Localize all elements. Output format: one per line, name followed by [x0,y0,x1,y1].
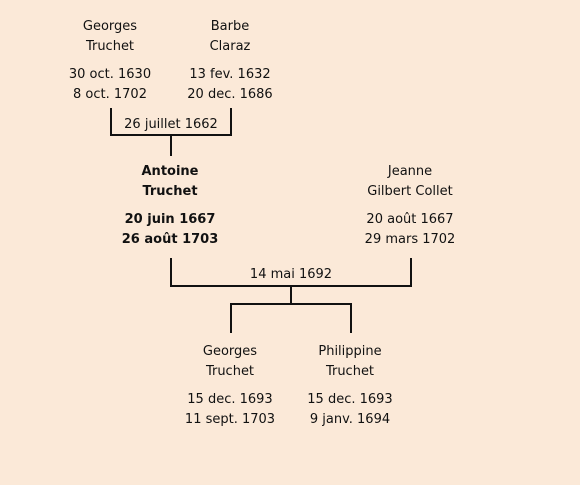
connector-line [350,303,352,333]
birth-date: 20 juin 1667 [124,212,216,227]
connector-line [410,258,412,287]
given-name: Jeanne [387,164,433,179]
connector-line [170,134,172,156]
given-name: Philippine [318,344,382,359]
surname: Truchet [325,364,375,379]
connector-line [170,258,172,287]
connector-line [110,108,112,136]
person-barbe-claraz[interactable]: Barbe Claraz 13 fev. 1632 20 dec. 1686 [170,17,290,105]
surname: Truchet [85,39,135,54]
death-date: 29 mars 1702 [364,232,456,247]
given-name: Georges [82,19,138,34]
death-date: 26 août 1703 [121,232,219,247]
connector-line [230,303,352,305]
death-date: 8 oct. 1702 [73,87,147,102]
given-name: Georges [202,344,258,359]
given-name: Antoine [141,164,199,179]
marriage-date-2: 14 mai 1692 [249,267,333,282]
surname: Truchet [205,364,255,379]
surname: Gilbert Collet [367,184,453,199]
birth-date: 30 oct. 1630 [68,67,152,82]
given-name: Barbe [210,19,250,34]
person-philippine-truchet[interactable]: Philippine Truchet 15 dec. 1693 9 janv. … [290,342,410,430]
surname: Claraz [209,39,251,54]
birth-date: 13 fev. 1632 [189,67,271,82]
death-date: 11 sept. 1703 [184,412,276,427]
surname: Truchet [142,184,198,199]
person-jeanne-gilbert-collet[interactable]: Jeanne Gilbert Collet 20 août 1667 29 ma… [350,162,470,250]
death-date: 9 janv. 1694 [309,412,391,427]
death-date: 20 dec. 1686 [187,87,273,102]
person-georges-truchet-jr[interactable]: Georges Truchet 15 dec. 1693 11 sept. 17… [170,342,290,430]
person-antoine-truchet[interactable]: Antoine Truchet 20 juin 1667 26 août 170… [110,162,230,250]
birth-date: 15 dec. 1693 [307,392,393,407]
connector-line [290,285,292,305]
connector-line [230,303,232,333]
birth-date: 20 août 1667 [366,212,454,227]
birth-date: 15 dec. 1693 [187,392,273,407]
person-georges-truchet-sr[interactable]: Georges Truchet 30 oct. 1630 8 oct. 1702 [50,17,170,105]
connector-line [230,108,232,136]
marriage-date-1: 26 juillet 1662 [124,117,218,132]
